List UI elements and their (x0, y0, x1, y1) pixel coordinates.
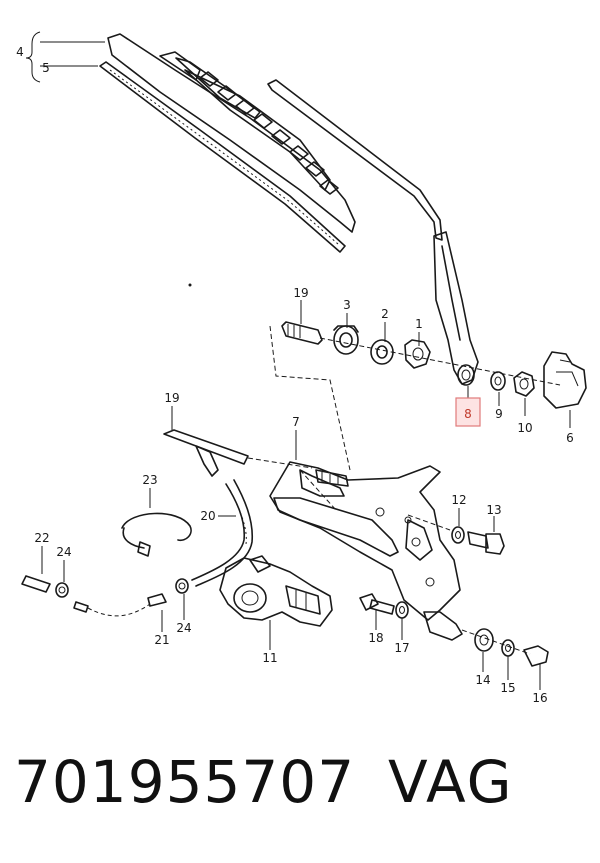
callout-2: 2 (381, 307, 389, 321)
callout-7: 7 (292, 415, 300, 429)
wiper-motor (219, 555, 333, 627)
callout-5: 5 (42, 61, 50, 75)
callout-11: 11 (262, 651, 277, 665)
callout-13: 13 (486, 503, 501, 517)
callout-3: 3 (343, 298, 351, 312)
callout-leaders (41, 300, 571, 690)
callout-17: 17 (394, 641, 409, 655)
brand-label: VAG (388, 748, 514, 816)
callout-23: 23 (142, 473, 157, 487)
jet-hose-parts (21, 575, 189, 617)
callout-19-mid: 19 (164, 391, 179, 405)
callout-15: 15 (500, 681, 515, 695)
wiper-arm (267, 79, 479, 386)
callout-19-top: 19 (293, 286, 308, 300)
callout-22: 22 (34, 531, 49, 545)
callout-16: 16 (532, 691, 547, 705)
callout-8: 8 (464, 407, 472, 421)
shaft-hardware (281, 321, 587, 409)
mounting-bolt (359, 593, 409, 619)
callout-1: 1 (415, 317, 423, 331)
callout-20: 20 (200, 509, 215, 523)
bolt-and-washer (451, 526, 505, 555)
parts-diagram: 4 5 19 3 2 1 8 9 10 6 7 12 13 23 20 22 2… (16, 31, 587, 705)
motor-bracket (163, 429, 463, 641)
wiper-blade-assembly (25, 31, 356, 287)
part-number: 701955707 (14, 748, 356, 816)
callout-24-left: 24 (56, 545, 71, 559)
callout-14: 14 (475, 673, 490, 687)
grommet-set (461, 628, 549, 667)
callout-12: 12 (451, 493, 466, 507)
callout-10: 10 (517, 421, 532, 435)
callout-9: 9 (495, 407, 503, 421)
callout-24-right: 24 (176, 621, 191, 635)
footer: 701955707 VAG (0, 748, 600, 848)
callout-6: 6 (566, 431, 574, 445)
leader-lines (247, 325, 451, 531)
callout-4: 4 (16, 45, 24, 59)
highlight-box (455, 397, 481, 427)
washer-hose (121, 479, 254, 587)
callout-21: 21 (154, 633, 169, 647)
callout-18: 18 (368, 631, 383, 645)
callout-labels: 4 5 19 3 2 1 8 9 10 6 7 12 13 23 20 22 2… (16, 45, 574, 705)
